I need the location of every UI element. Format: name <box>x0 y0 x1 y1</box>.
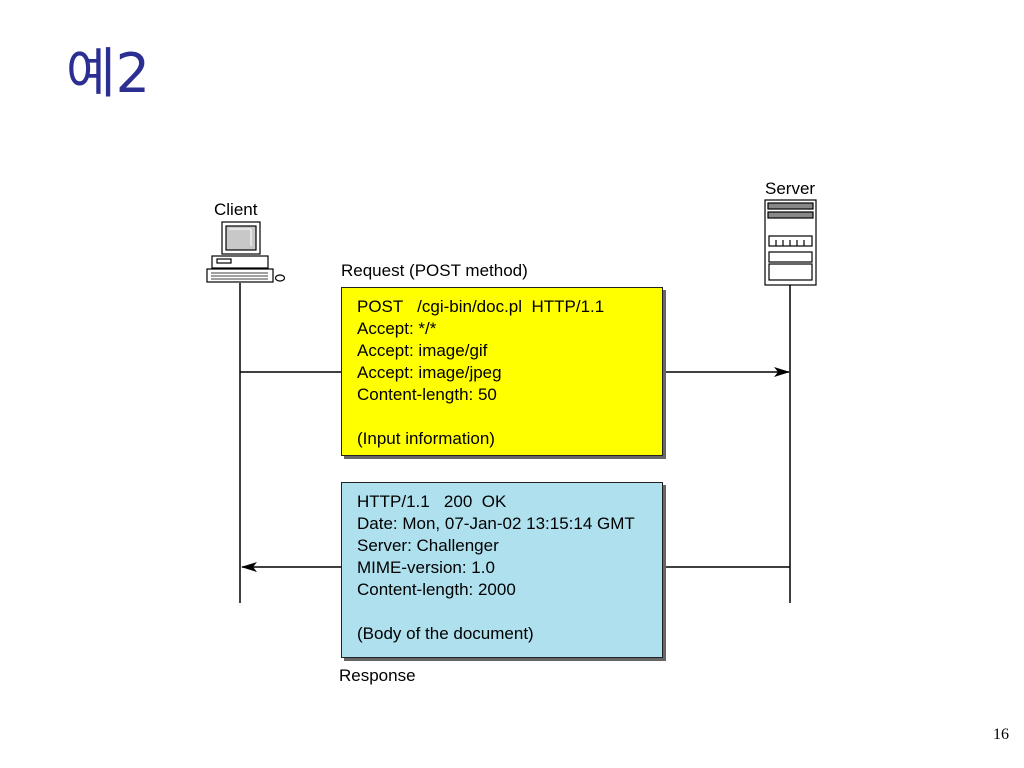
server-label: Server <box>765 179 816 198</box>
request-blank-line <box>357 406 662 428</box>
client-computer-icon <box>206 221 286 283</box>
request-header: Accept: image/jpeg <box>357 363 502 382</box>
request-header: Content-length: 50 <box>357 385 497 404</box>
request-label: Request (POST method) <box>341 261 528 280</box>
slide-title: 예2 <box>66 42 151 105</box>
page-number: 16 <box>993 726 1009 743</box>
request-body: (Input information) <box>357 429 495 448</box>
status-line: HTTP/1.1 200 OK <box>357 492 507 511</box>
response-label: Response <box>339 666 416 685</box>
client-label: Client <box>214 200 258 219</box>
server-tower-icon <box>764 199 817 286</box>
request-header: Accept: image/gif <box>357 341 488 360</box>
response-header: Date: Mon, 07-Jan-02 13:15:14 GMT <box>357 514 635 533</box>
request-header: Accept: */* <box>357 319 437 338</box>
request-line: POST /cgi-bin/doc.pl HTTP/1.1 <box>357 297 605 316</box>
response-header: Content-length: 2000 <box>357 580 516 599</box>
http-request-box: POST /cgi-bin/doc.pl HTTP/1.1 Accept: */… <box>341 287 663 456</box>
http-response-box: HTTP/1.1 200 OK Date: Mon, 07-Jan-02 13:… <box>341 482 663 658</box>
response-body: (Body of the document) <box>357 624 534 643</box>
response-header: MIME-version: 1.0 <box>357 558 495 577</box>
response-blank-line <box>357 601 662 623</box>
response-header: Server: Challenger <box>357 536 499 555</box>
